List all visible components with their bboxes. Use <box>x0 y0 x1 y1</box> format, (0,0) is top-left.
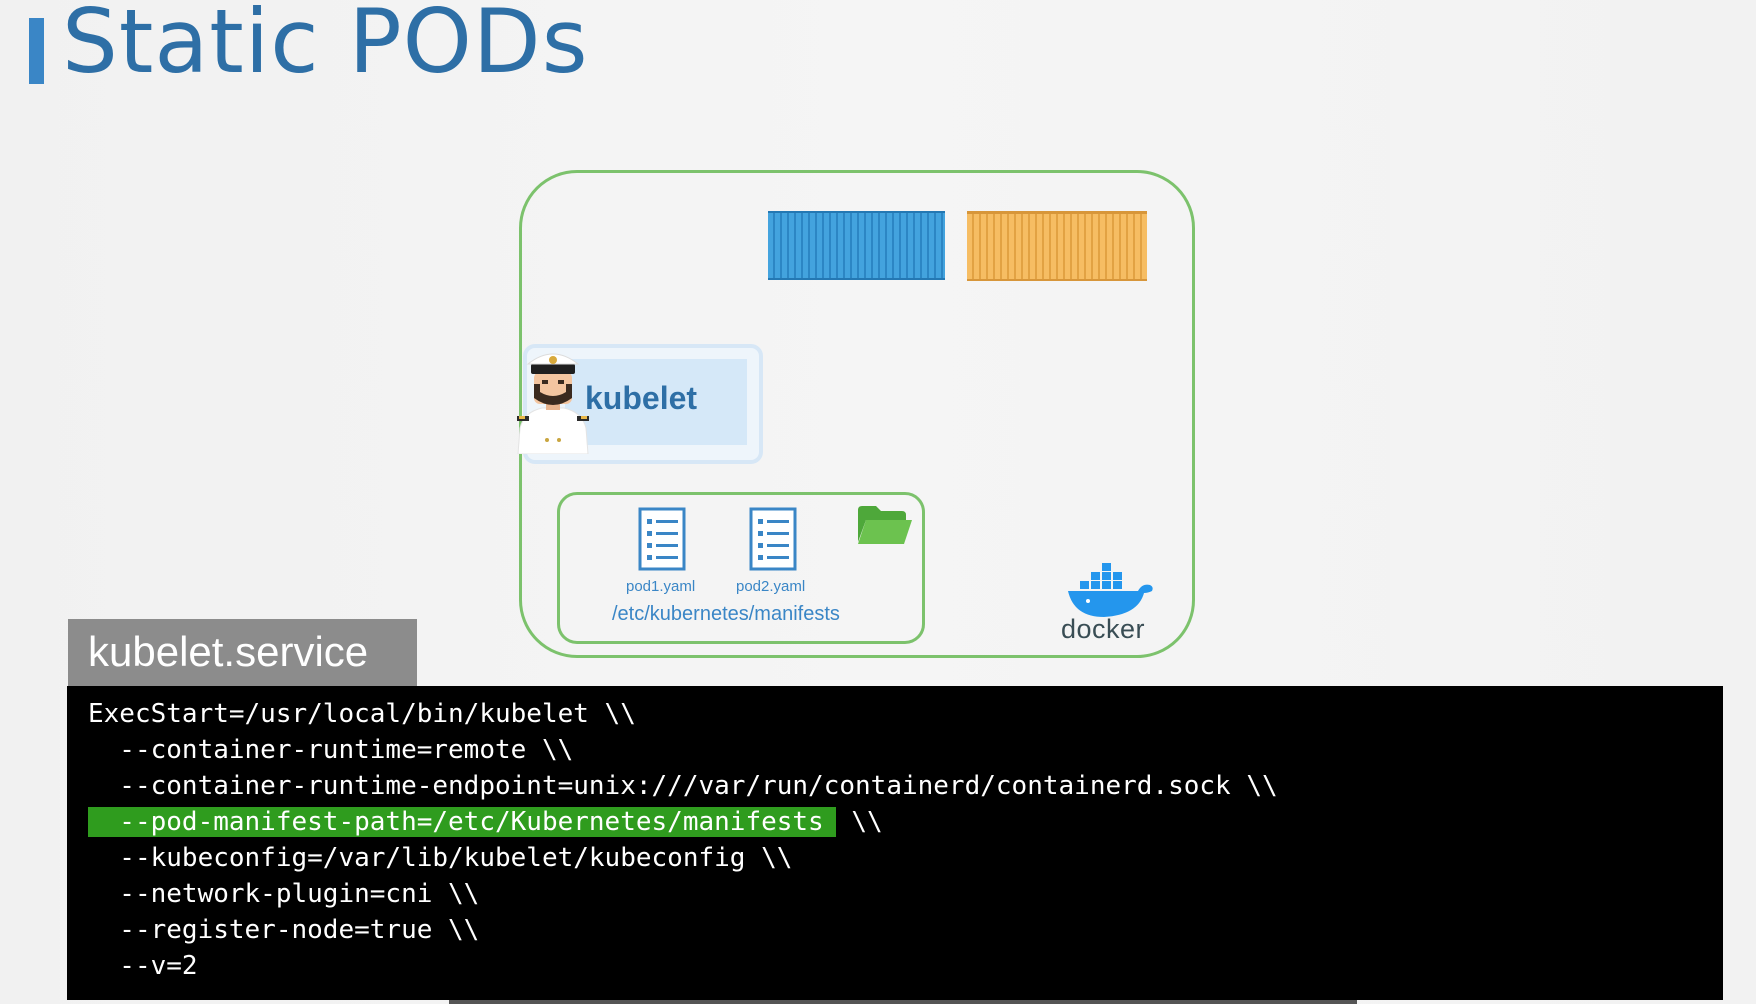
code-line: --register-node=true \\ <box>88 915 480 945</box>
service-tab <box>68 619 417 686</box>
container-orange <box>967 211 1147 281</box>
document-icon <box>638 507 686 571</box>
container-blue <box>768 211 945 280</box>
document-icon <box>749 507 797 571</box>
bottom-strip <box>449 1000 1357 1004</box>
kubelet-label: kubelet <box>585 380 698 416</box>
line-continuation: \\ <box>835 807 883 837</box>
code-block <box>67 686 1723 1000</box>
folder-open-icon <box>858 506 912 544</box>
code-line: --container-runtime-endpoint=unix:///var… <box>88 771 1278 801</box>
code-line: --network-plugin=cni \\ <box>88 879 480 909</box>
kubelet-label-panel <box>565 359 747 445</box>
worker-node-box <box>519 170 1195 658</box>
code-line: --container-runtime=remote \\ <box>88 735 574 765</box>
code-line: --kubeconfig=/var/lib/kubelet/kubeconfig… <box>88 843 793 873</box>
docker-whale-icon <box>1068 563 1153 617</box>
captain-icon <box>517 353 589 454</box>
service-tab-label: kubelet.service <box>88 628 369 675</box>
file-label-pod2: pod2.yaml <box>736 578 806 595</box>
manifests-path-label: /etc/kubernetes/manifests <box>612 603 840 625</box>
code-line-highlighted: --pod-manifest-path=/etc/Kubernetes/mani… <box>88 805 883 839</box>
file-label-pod1: pod1.yaml <box>626 578 696 595</box>
manifests-folder-box <box>557 492 925 644</box>
code-line: ExecStart=/usr/local/bin/kubelet \\ <box>88 699 636 729</box>
code-line: --v=2 <box>88 951 198 981</box>
docker-label: docker <box>1061 614 1146 644</box>
highlighted-pod-manifest-path: --pod-manifest-path=/etc/Kubernetes/mani… <box>88 807 836 837</box>
title-accent-bar <box>29 18 44 84</box>
page-title: Static PODs <box>62 0 589 93</box>
